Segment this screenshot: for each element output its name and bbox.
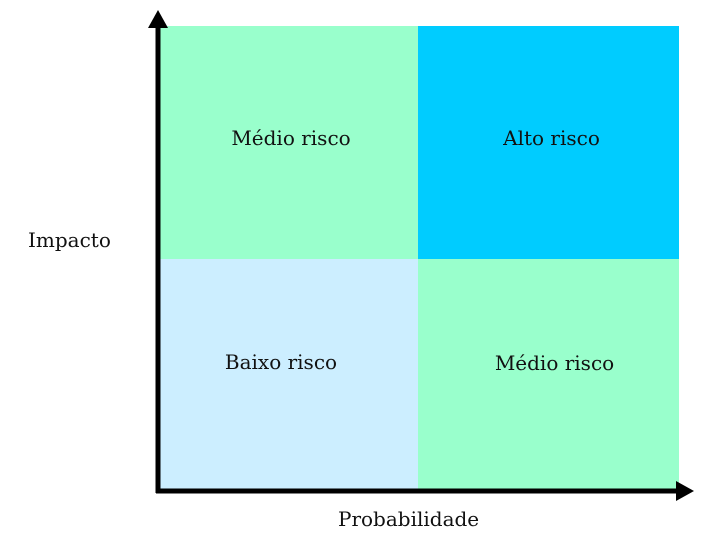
x-axis-label: Probabilidade — [338, 507, 480, 531]
quadrant-medium-risk-top: Médio risco — [160, 26, 418, 259]
y-axis-arrowhead — [148, 10, 168, 28]
quadrant-label: Médio risco — [231, 125, 351, 150]
quadrant-high-risk: Alto risco — [418, 26, 679, 259]
x-axis-arrowhead — [676, 481, 694, 501]
y-axis-label: Impacto — [28, 228, 111, 252]
quadrant-label: Baixo risco — [224, 350, 338, 374]
quadrant-low-risk: Baixo risco — [160, 259, 418, 491]
quadrant-medium-risk-bottom: Médio risco — [418, 259, 679, 491]
quadrant-label: Alto risco — [503, 125, 600, 150]
quadrant-label: Médio risco — [494, 351, 615, 375]
